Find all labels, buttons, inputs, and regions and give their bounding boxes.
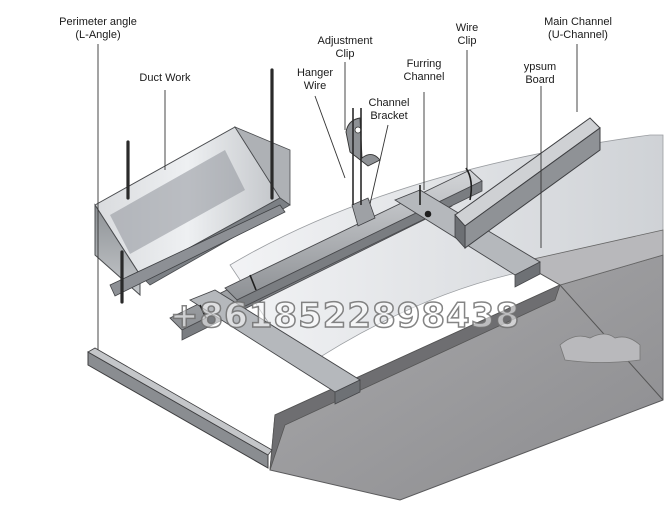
leader-lines bbox=[97, 44, 578, 350]
label-adjustment-clip: Adjustment Clip bbox=[317, 35, 373, 60]
label-gypsum-board: ypsum Board bbox=[523, 61, 557, 86]
hanger-rods bbox=[120, 68, 274, 304]
main-channel bbox=[454, 117, 601, 250]
label-channel-bracket: Channel Bracket bbox=[368, 97, 410, 122]
wire-clips bbox=[199, 167, 473, 319]
background-sheet bbox=[229, 134, 664, 371]
label-duct-work: Duct Work bbox=[139, 72, 191, 84]
gypsum-board bbox=[269, 229, 664, 501]
label-wire-clip: Wire Clip bbox=[455, 22, 479, 47]
watermark-phone-number: +8618522898438 bbox=[169, 295, 521, 337]
duct-work bbox=[94, 126, 291, 297]
label-perimeter-angle: Perimeter angle (L-Angle) bbox=[59, 16, 137, 41]
perimeter-angle bbox=[87, 347, 273, 469]
label-hanger-wire: Hanger Wire bbox=[296, 67, 334, 92]
label-furring-channel: Furring Channel bbox=[403, 58, 445, 83]
channel-bracket bbox=[351, 197, 376, 227]
label-main-channel: Main Channel (U-Channel) bbox=[544, 16, 612, 41]
